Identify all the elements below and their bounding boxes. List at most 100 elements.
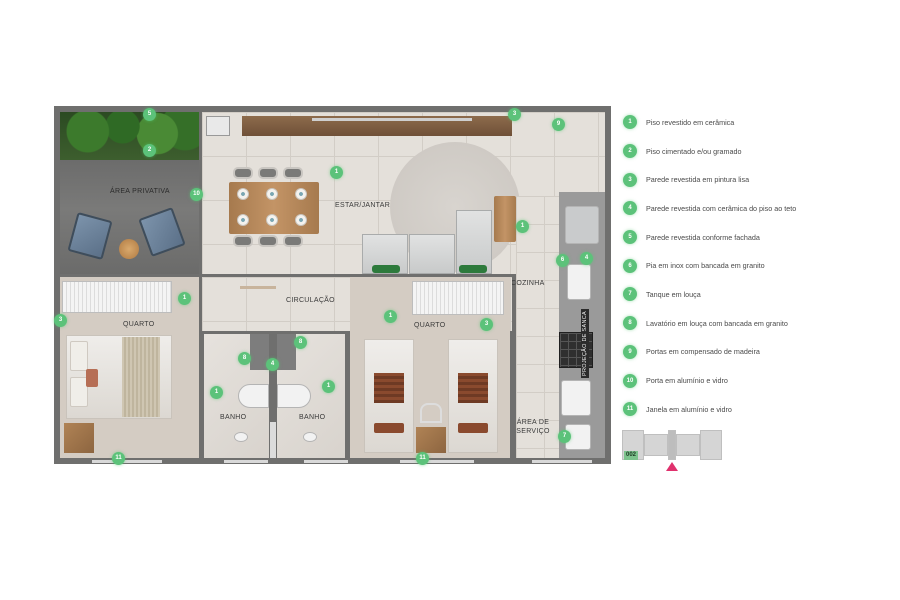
utility-box xyxy=(206,116,230,136)
legend-text: Piso cimentado e/ou gramado xyxy=(646,146,742,156)
marker-8: 8 xyxy=(294,336,307,349)
window xyxy=(532,460,592,463)
bed-blanket xyxy=(122,337,160,417)
chair xyxy=(420,403,442,423)
bathtub xyxy=(277,384,311,408)
legend-text: Lavatório em louça com bancada em granit… xyxy=(646,318,788,328)
label-area-servico: ÁREA DE SERVIÇO xyxy=(516,419,550,435)
dining-chair xyxy=(283,167,303,179)
label-circulacao: CIRCULAÇÃO xyxy=(286,297,335,304)
shaft xyxy=(270,422,276,458)
refrigerator xyxy=(565,206,599,244)
room-banho-2: BANHO xyxy=(277,334,345,458)
legend-item: 2 Piso cimentado e/ou gramado xyxy=(623,137,873,166)
green-cushion xyxy=(372,265,400,273)
sofa-chaise xyxy=(456,210,492,274)
window xyxy=(224,460,268,463)
bed-pillow xyxy=(458,423,488,433)
legend-marker: 11 xyxy=(623,402,637,417)
legend-text: Parede revestida com cerâmica do piso ao… xyxy=(646,203,797,213)
room-quarto-2: QUARTO xyxy=(350,277,510,458)
nightstand xyxy=(64,423,94,453)
toilet xyxy=(234,432,248,442)
legend-text: Portas em compensado de madeira xyxy=(646,347,760,357)
marker-1: 1 xyxy=(516,220,529,233)
wardrobe xyxy=(62,281,172,313)
legend-item: 4 Parede revestida com cerâmica do piso a… xyxy=(623,194,873,223)
marker-7: 7 xyxy=(558,430,571,443)
toilet xyxy=(303,432,317,442)
shelf-light-strip xyxy=(312,118,472,121)
window xyxy=(92,460,162,463)
marker-5: 5 xyxy=(143,108,156,121)
label-area-privativa: ÁREA PRIVATIVA xyxy=(110,188,170,195)
room-area-privativa: ÁREA PRIVATIVA xyxy=(60,112,199,274)
legend-marker: 3 xyxy=(623,172,637,187)
side-table xyxy=(119,239,139,259)
legend-item: 8 Lavatório em louça com bancada em grani… xyxy=(623,309,873,338)
legend-marker: 10 xyxy=(623,373,637,388)
label-quarto-1: QUARTO xyxy=(123,321,155,328)
key-plan-block xyxy=(644,434,668,456)
legend-text: Piso revestido em cerâmica xyxy=(646,117,735,127)
dining-table xyxy=(229,182,319,234)
sink-counter xyxy=(277,334,296,370)
legend-text: Janela em alumínio e vidro xyxy=(646,404,732,414)
legend-text: Pia em inox com bancada em granito xyxy=(646,261,765,271)
marker-9: 9 xyxy=(552,118,565,131)
legend-marker: 8 xyxy=(623,316,637,331)
marker-2: 2 xyxy=(143,144,156,157)
label-estar-jantar: ESTAR/JANTAR xyxy=(335,202,391,209)
key-plan-block xyxy=(676,434,700,456)
bathtub xyxy=(238,384,269,408)
marker-1: 1 xyxy=(178,292,191,305)
bed-pillow xyxy=(374,423,404,433)
key-plan: 002 xyxy=(622,430,722,471)
lounge-chair-left xyxy=(67,212,113,260)
marker-1: 1 xyxy=(330,166,343,179)
label-cozinha: COZINHA xyxy=(511,280,545,287)
room-estar-jantar: ESTAR/JANTAR xyxy=(202,112,605,274)
legend-marker: 9 xyxy=(623,344,637,359)
marker-1: 1 xyxy=(322,380,335,393)
sink-counter xyxy=(250,334,269,370)
door-panel xyxy=(240,286,276,289)
bed-pillow xyxy=(70,341,88,371)
marker-4: 4 xyxy=(580,252,593,265)
legend-marker: 2 xyxy=(623,144,637,159)
key-plan-block xyxy=(668,430,676,460)
bed-pillow xyxy=(70,377,88,407)
marker-3: 3 xyxy=(54,314,67,327)
planter-plants xyxy=(60,112,199,160)
floor-plan: ÁREA PRIVATIVA xyxy=(54,106,611,465)
washing-machine xyxy=(561,380,591,416)
legend-text: Tanque em louça xyxy=(646,289,701,299)
dining-chair xyxy=(258,167,278,179)
legend-item: 9 Portas em compensado de madeira xyxy=(623,338,873,367)
sofa-seat-2 xyxy=(409,234,455,274)
tv-shelf xyxy=(242,116,512,136)
window xyxy=(304,460,348,463)
marker-1: 1 xyxy=(210,386,223,399)
unit-label: 002 xyxy=(624,451,639,460)
legend-marker: 4 xyxy=(623,201,637,216)
legend-marker: 7 xyxy=(623,287,637,302)
marker-3: 3 xyxy=(480,318,493,331)
marker-3: 3 xyxy=(508,108,521,121)
legend-item: 11 Janela em alumínio e vidro xyxy=(623,395,873,424)
window xyxy=(400,460,474,463)
nightstand xyxy=(416,427,446,453)
north-arrow-icon xyxy=(666,462,678,471)
legend-marker: 5 xyxy=(623,230,637,245)
throw-blanket xyxy=(374,373,404,403)
dining-chair xyxy=(233,235,253,247)
kitchen-counter: PROJEÇÃO DE SANCA xyxy=(559,192,605,458)
kitchen-sink xyxy=(567,264,591,300)
